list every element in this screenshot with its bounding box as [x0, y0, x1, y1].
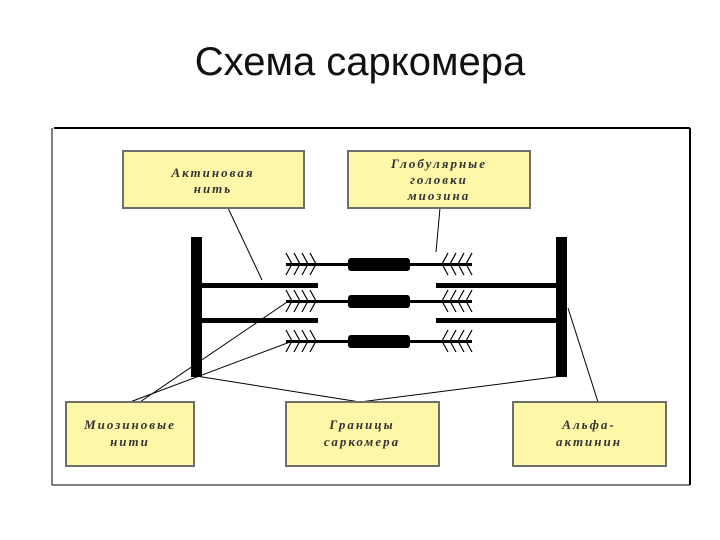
label-alpha-actinin-box [512, 401, 667, 467]
label-myosin-heads-box [347, 150, 531, 209]
label-alpha-actinin-line-2: актинин [556, 434, 622, 449]
myosin-head-right-2-13 [441, 289, 449, 313]
leader-lines [129, 207, 599, 403]
label-alpha-actinin-line-1: Альфа- [561, 417, 615, 432]
myosin-head-left-2-10 [293, 289, 301, 313]
slide-title: Схема саркомера [194, 40, 526, 84]
leader-myosin-filaments-1 [139, 299, 291, 403]
myosin-head-left-3-17 [285, 329, 293, 353]
myosin-head-right-2-14 [449, 289, 457, 313]
leader-myosin-filaments-2 [129, 341, 291, 403]
leader-border-left [195, 375, 361, 403]
myosin-bare-zone-2 [348, 295, 410, 308]
leader-alpha-actinin [567, 307, 599, 403]
actin-filament-right-1 [436, 283, 556, 288]
label-actin: Актиновая нить [122, 150, 305, 209]
myosin-heads [285, 252, 473, 353]
actin-filaments [202, 283, 556, 323]
label-sarcomere-borders-box [285, 401, 440, 467]
z-line-left [191, 237, 202, 377]
myosin-head-left-3-19 [301, 329, 309, 353]
myosin-head-right-1-8 [465, 252, 473, 276]
myosin-head-left-3-20 [309, 329, 317, 353]
myosin-head-right-3-23 [457, 329, 465, 353]
leader-myosin-heads [435, 207, 441, 253]
myosin-head-left-2-12 [309, 289, 317, 313]
myosin-filaments [286, 258, 472, 348]
myosin-head-right-3-24 [465, 329, 473, 353]
myosin-head-left-1-3 [301, 252, 309, 276]
label-alpha-actinin: Альфа- актинин [512, 401, 667, 467]
label-myosin-filaments-box [65, 401, 195, 467]
diagram-frame [51, 127, 691, 486]
myosin-head-left-1-1 [285, 252, 293, 276]
label-myosin-filaments: Миозиновые нити [65, 401, 195, 467]
leader-actin [227, 207, 263, 281]
actin-filament-right-2 [436, 318, 556, 323]
myosin-head-left-1-2 [293, 252, 301, 276]
label-myosin-filaments-line-2: нити [110, 434, 150, 449]
label-sarcomere-borders: Границы саркомера [285, 401, 440, 467]
label-myosin-heads-line-3: миозина [407, 188, 470, 203]
myosin-bare-zone-3 [348, 335, 410, 348]
myosin-head-right-1-5 [441, 252, 449, 276]
z-line-right [556, 237, 567, 377]
label-myosin-heads: Глобулярные головки миозина [347, 150, 531, 209]
label-myosin-heads-line-1: Глобулярные [390, 156, 487, 171]
myosin-head-right-1-7 [457, 252, 465, 276]
actin-filament-left-2 [202, 318, 318, 323]
myosin-head-right-3-22 [449, 329, 457, 353]
label-myosin-heads-line-2: головки [410, 172, 468, 187]
label-myosin-filaments-line-1: Миозиновые [83, 417, 176, 432]
label-actin-line-2: нить [194, 181, 233, 196]
label-actin-box [122, 150, 305, 209]
label-sarcomere-borders-line-1: Границы [328, 417, 394, 432]
myosin-head-right-1-6 [449, 252, 457, 276]
myosin-head-left-2-9 [285, 289, 293, 313]
myosin-head-right-2-16 [465, 289, 473, 313]
myosin-head-right-2-15 [457, 289, 465, 313]
actin-filament-left-1 [202, 283, 318, 288]
myosin-head-left-2-11 [301, 289, 309, 313]
leader-border-right [359, 375, 563, 403]
myosin-bare-zone-1 [348, 258, 410, 271]
myosin-head-left-1-4 [309, 252, 317, 276]
label-actin-line-1: Актиновая [170, 165, 254, 180]
myosin-head-left-3-18 [293, 329, 301, 353]
myosin-head-right-3-21 [441, 329, 449, 353]
label-sarcomere-borders-line-2: саркомера [324, 434, 400, 449]
